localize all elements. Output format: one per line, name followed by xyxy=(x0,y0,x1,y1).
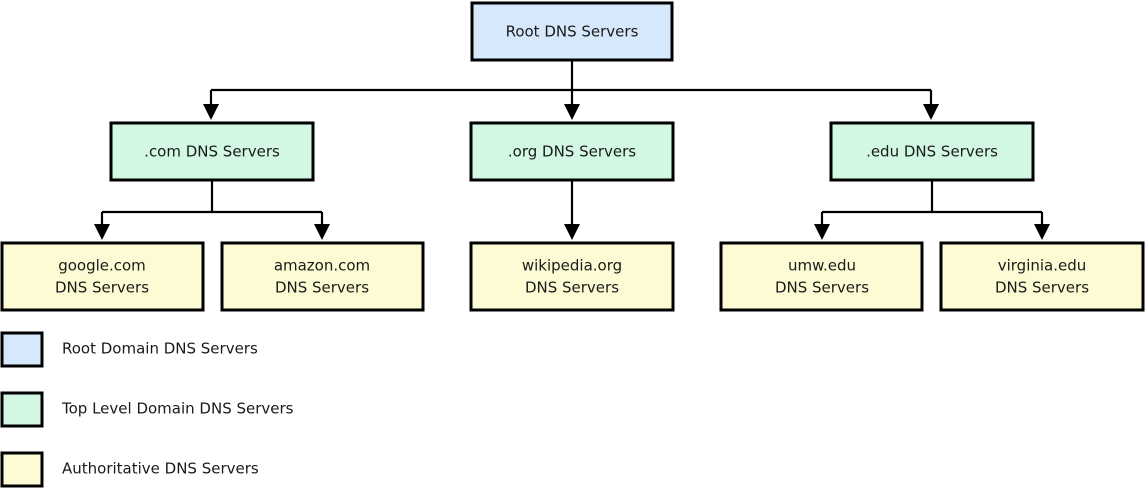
node-wikipedia[interactable]: wikipedia.org DNS Servers xyxy=(469,241,675,312)
node-root[interactable]: Root DNS Servers xyxy=(470,1,674,62)
legend-label-authoritative: Authoritative DNS Servers xyxy=(62,460,259,478)
legend-swatch-tld xyxy=(0,391,44,428)
node-virginia-label-line2: DNS Servers xyxy=(995,279,1089,297)
node-umw-box[interactable] xyxy=(719,241,924,312)
node-umw-label-line1: umw.edu xyxy=(788,257,856,275)
arrow-root-to-org xyxy=(564,104,580,120)
node-org-label: .org DNS Servers xyxy=(508,143,636,161)
arrow-edu-to-virginia xyxy=(1034,224,1050,240)
node-wikipedia-box[interactable] xyxy=(469,241,675,312)
legend: Root Domain DNS Servers Top Level Domain… xyxy=(0,331,294,488)
node-amazon-label-line1: amazon.com xyxy=(274,257,370,275)
legend-label-tld: Top Level Domain DNS Servers xyxy=(61,400,294,418)
arrow-root-to-com xyxy=(203,104,219,120)
node-edu-label: .edu DNS Servers xyxy=(866,143,998,161)
node-amazon-label-line2: DNS Servers xyxy=(275,279,369,297)
legend-item-root: Root Domain DNS Servers xyxy=(0,331,258,368)
edge-group-edu-to-leaves xyxy=(814,181,1050,240)
node-root-box[interactable] xyxy=(470,1,674,62)
node-org-box[interactable] xyxy=(469,121,675,182)
node-com-box[interactable] xyxy=(109,121,315,182)
node-google[interactable]: google.com DNS Servers xyxy=(0,241,205,312)
node-edu-box[interactable] xyxy=(829,121,1035,182)
node-google-label-line2: DNS Servers xyxy=(55,279,149,297)
legend-item-authoritative: Authoritative DNS Servers xyxy=(0,451,259,488)
node-com-label: .com DNS Servers xyxy=(144,143,280,161)
arrow-edu-to-umw xyxy=(814,224,830,240)
arrow-com-to-google xyxy=(94,224,110,240)
arrow-com-to-amazon xyxy=(314,224,330,240)
node-virginia-label-line1: virginia.edu xyxy=(998,257,1087,275)
legend-swatch-root xyxy=(0,331,44,368)
node-wikipedia-label-line1: wikipedia.org xyxy=(522,257,622,275)
legend-item-tld: Top Level Domain DNS Servers xyxy=(0,391,294,428)
node-google-box[interactable] xyxy=(0,241,205,312)
node-wikipedia-label-line2: DNS Servers xyxy=(525,279,619,297)
node-amazon-box[interactable] xyxy=(220,241,425,312)
edge-group-com-to-leaves xyxy=(94,181,330,240)
node-root-label: Root DNS Servers xyxy=(506,23,639,41)
legend-label-root: Root Domain DNS Servers xyxy=(62,340,258,358)
node-umw[interactable]: umw.edu DNS Servers xyxy=(719,241,924,312)
edge-group-org-to-leaves xyxy=(564,181,580,240)
node-umw-label-line2: DNS Servers xyxy=(775,279,869,297)
edge-group-root-to-tld xyxy=(203,61,939,120)
node-org[interactable]: .org DNS Servers xyxy=(469,121,675,182)
node-edu[interactable]: .edu DNS Servers xyxy=(829,121,1035,182)
node-google-label-line1: google.com xyxy=(58,257,146,275)
arrow-root-to-edu xyxy=(923,104,939,120)
node-virginia[interactable]: virginia.edu DNS Servers xyxy=(939,241,1145,312)
node-amazon[interactable]: amazon.com DNS Servers xyxy=(220,241,425,312)
legend-swatch-authoritative xyxy=(0,451,44,488)
node-com[interactable]: .com DNS Servers xyxy=(109,121,315,182)
node-virginia-box[interactable] xyxy=(939,241,1145,312)
arrow-org-to-wikipedia xyxy=(564,224,580,240)
